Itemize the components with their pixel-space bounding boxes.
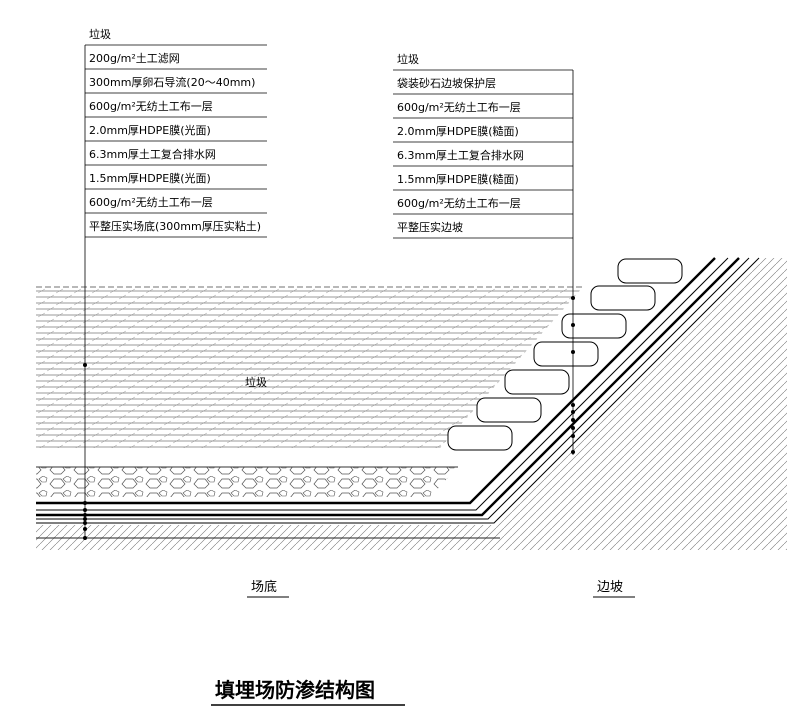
sandbag-slope-protection: [447, 258, 683, 451]
sandbag: [561, 313, 627, 339]
right-callout-layer-2: 600g/m²无纺土工布一层: [397, 100, 521, 114]
leader-dot: [83, 527, 87, 531]
leader-dot: [83, 501, 87, 505]
leader-dot: [571, 403, 575, 407]
sandbag: [447, 425, 513, 451]
leader-dot: [83, 536, 87, 540]
leader-dot: [83, 513, 87, 517]
leader-dot: [83, 508, 87, 512]
right-callout-layer-5: 1.5mm厚HDPE膜(糙面): [397, 172, 519, 186]
left-callout-layer-5: 6.3mm厚土工复合排水网: [89, 147, 216, 161]
waste-body-label: 垃圾: [245, 375, 267, 389]
gravel-drainage-layer: [36, 466, 458, 497]
right-callout-layer-6: 600g/m²无纺土工布一层: [397, 196, 521, 210]
left-callout-layer-8: 平整压实场底(300mm厚压实粘土): [89, 219, 261, 233]
left-callout-layer-6: 1.5mm厚HDPE膜(光面): [89, 171, 211, 185]
leader-dot: [571, 350, 575, 354]
leader-dots: [83, 296, 575, 540]
leader-dot: [571, 410, 575, 414]
leader-dot: [83, 363, 87, 367]
left-callout-table: 垃圾 200g/m²土工滤网 300mm厚卵石导流(20～40mm) 600g/m²…: [85, 27, 267, 238]
right-callout-layer-3: 2.0mm厚HDPE膜(糙面): [397, 124, 519, 138]
leader-dot: [571, 296, 575, 300]
compacted-soil-foundation: [36, 258, 787, 550]
section-label-slope: 边坡: [593, 580, 635, 598]
left-callout-layer-2: 300mm厚卵石导流(20～40mm): [89, 75, 255, 89]
left-callout-header: 垃圾: [89, 27, 111, 41]
leader-dot: [571, 323, 575, 327]
leader-dot: [571, 434, 575, 438]
sandbag: [504, 369, 570, 395]
sandbag: [590, 285, 656, 311]
leader-lines: [84, 45, 574, 540]
svg-text:场底: 场底: [251, 579, 277, 595]
svg-text:边坡: 边坡: [597, 580, 623, 595]
sandbag: [617, 258, 683, 284]
leader-dot: [83, 517, 87, 521]
right-callout-table: 垃圾 袋装砂石边坡保护层 600g/m²无纺土工布一层 2.0mm厚HDPE膜(糙面…: [393, 52, 573, 239]
left-callout-layer-4: 2.0mm厚HDPE膜(光面): [89, 123, 211, 137]
right-callout-layer-1: 袋装砂石边坡保护层: [397, 76, 496, 90]
sandbag: [476, 397, 542, 423]
svg-text:填埋场防渗结构图: 填埋场防渗结构图: [215, 678, 375, 702]
liner-layers: [36, 257, 760, 524]
diagram-title: 填埋场防渗结构图: [211, 678, 405, 706]
leader-dot: [83, 521, 87, 525]
leader-dot: [571, 418, 575, 422]
waste-body: [36, 286, 583, 448]
right-callout-header: 垃圾: [397, 52, 419, 66]
leader-dot: [571, 426, 575, 430]
right-callout-layer-7: 平整压实边坡: [397, 220, 463, 234]
leader-dot: [571, 450, 575, 454]
left-callout-layer-1: 200g/m²土工滤网: [89, 52, 180, 65]
section-label-bottom: 场底: [247, 579, 289, 598]
sandbag: [533, 341, 599, 367]
left-callout-layer-3: 600g/m²无纺土工布一层: [89, 99, 213, 113]
right-callout-layer-4: 6.3mm厚土工复合排水网: [397, 148, 524, 162]
left-callout-layer-7: 600g/m²无纺土工布一层: [89, 195, 213, 209]
